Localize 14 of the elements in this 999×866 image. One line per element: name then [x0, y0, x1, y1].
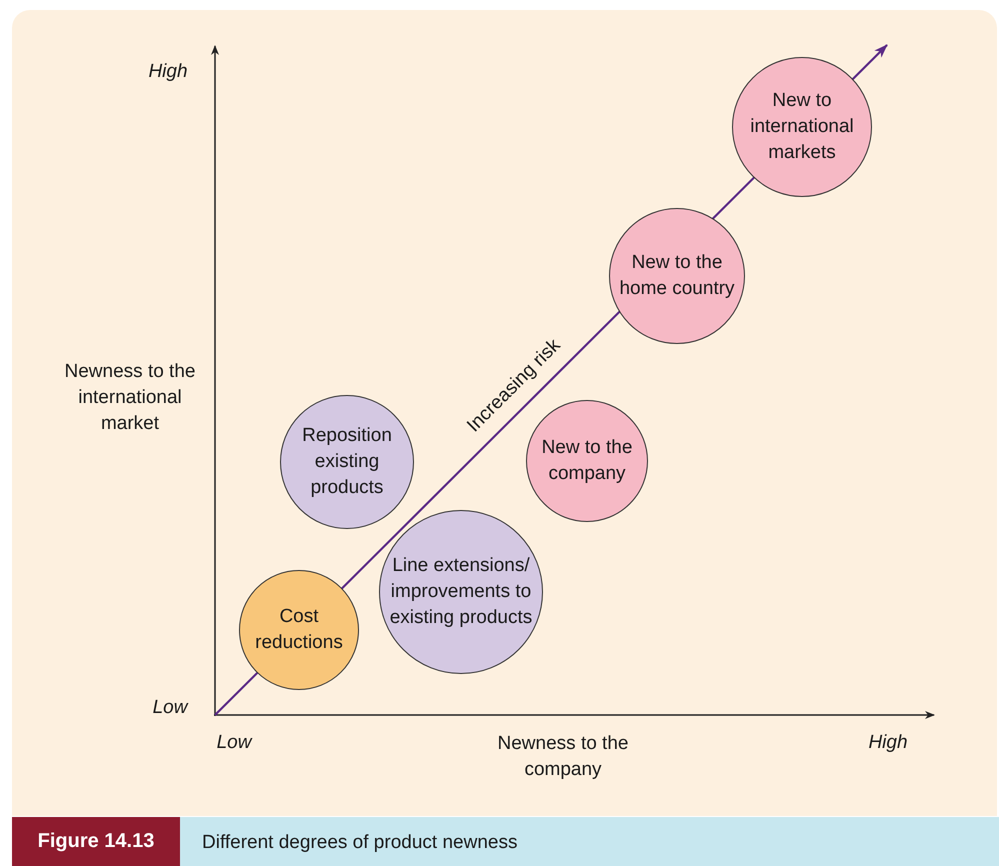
circle-label: Line extensions/ improvements to existing products	[389, 554, 533, 630]
circle-label: New to international markets	[749, 89, 855, 165]
circle-label: New to the home country	[619, 251, 735, 301]
axis-end-label: Low	[152, 696, 190, 720]
circle-label: Cost reductions	[254, 605, 344, 655]
circle-label: Reposition existing products	[301, 424, 393, 500]
axis-end-label: High	[867, 731, 909, 755]
figure-caption: Different degrees of product newness	[202, 832, 518, 854]
figure-number: Figure 14.13	[12, 817, 180, 866]
circle-label: New to the company	[540, 436, 634, 486]
axis-end-label: Low	[216, 731, 254, 755]
axis-title: Newness to the international market	[64, 360, 196, 436]
axis-end-label: High	[147, 60, 189, 84]
axis-title: Newness to the company	[496, 732, 630, 782]
